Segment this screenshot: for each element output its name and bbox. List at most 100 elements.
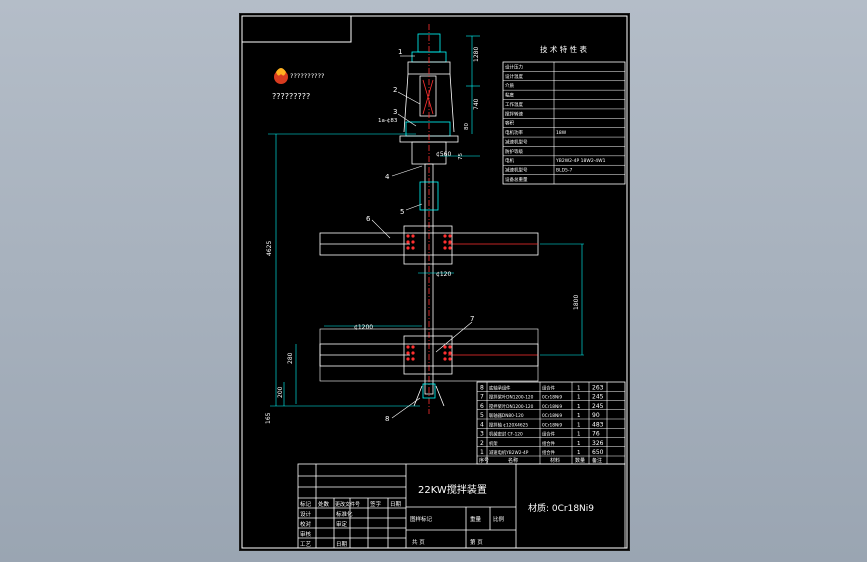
part-name: 减速电机YB2W2-4P	[489, 449, 529, 456]
tb-label-date: 日期	[390, 501, 402, 508]
part-mass: 245	[592, 403, 604, 410]
tb-label-date2: 日期	[336, 541, 348, 548]
dim-200: 200	[277, 386, 284, 398]
dim-spacing: 1800	[573, 295, 580, 310]
tech-row-label: 减速机型号	[505, 138, 528, 145]
tech-row-label: 防护等级	[505, 148, 523, 155]
tb-label-change: 更改文件号	[335, 501, 360, 508]
tech-row-value: BLD5-7	[556, 168, 573, 174]
part-qty: 1	[577, 413, 581, 419]
parts-header-qty: 数量	[575, 457, 585, 464]
lower-hub	[403, 335, 453, 375]
dim-mid2: 80	[464, 123, 470, 130]
part-material: 组合件	[542, 384, 556, 391]
shaft-coupling	[419, 181, 439, 211]
tech-row-label: 介质	[505, 82, 514, 89]
part-material: 组合件	[542, 449, 556, 456]
part-mass: 76	[592, 431, 600, 438]
part-mass: 90	[592, 412, 600, 419]
part-mass: 483	[592, 421, 604, 428]
part-name: 搅拌桨叶DN1200-120	[489, 403, 534, 410]
callout-3: 3	[393, 108, 397, 116]
tb-label-process: 工艺	[300, 541, 312, 548]
tech-row-label: 电机功率	[505, 129, 523, 136]
part-no: 4	[480, 421, 484, 428]
tb-label-mark: 标记	[300, 500, 312, 508]
part-name: 机架	[489, 440, 498, 447]
callout-2: 2	[393, 86, 397, 94]
part-no: 2	[480, 440, 484, 447]
upper-hub	[403, 225, 453, 265]
part-qty: 1	[577, 441, 581, 447]
dim-mid3: 75	[458, 153, 464, 160]
part-mass: 650	[592, 449, 604, 456]
agitator-assembly	[319, 24, 539, 414]
dim-165: 165	[265, 412, 272, 424]
callout-6: 6	[366, 215, 371, 223]
tech-row-label: 粘度	[505, 92, 514, 99]
part-material: 0Cr18Ni9	[542, 422, 562, 428]
callout-5: 5	[400, 208, 404, 216]
tech-row-value: YB2W2-4P 18W2-4W1	[555, 158, 606, 164]
tb-label-design: 设计	[300, 510, 312, 518]
cad-drawing: ?????????? ?????????	[241, 15, 628, 549]
part-material: 组合件	[542, 440, 556, 447]
part-no: 6	[480, 403, 484, 410]
part-name: 机械密封 CF-120	[489, 431, 523, 438]
tb-mass-label: 重量	[470, 515, 482, 523]
part-material: 0Cr18Ni9	[542, 395, 562, 401]
dim-560: ¢560	[436, 151, 451, 158]
dim-top: 1280	[473, 47, 480, 62]
part-mass: 263	[592, 384, 604, 391]
part-no: 7	[480, 394, 484, 401]
frame-side	[403, 73, 455, 133]
part-name: 联轴器DN80-120	[489, 412, 524, 419]
tb-label-standard: 标准化	[336, 510, 353, 518]
dim-flange: 1a-¢83	[378, 118, 398, 124]
part-qty: 1	[577, 395, 581, 401]
tech-row-label: 设计温度	[505, 73, 523, 80]
dimensions	[268, 35, 584, 407]
parts-header-remark: 备注	[592, 457, 602, 464]
part-name: 搅拌轴 ¢120X4625	[489, 421, 528, 428]
part-mass: 326	[592, 440, 604, 447]
part-material: 0Cr18Ni9	[542, 404, 562, 410]
part-mass: 245	[592, 394, 604, 401]
tech-row-label: 设计压力	[505, 63, 523, 70]
part-no: 8	[480, 384, 484, 391]
bottom-bearing	[413, 385, 445, 407]
callouts: 1 2 3 4 5 6 7 8	[366, 48, 474, 423]
callout-1: 1	[398, 48, 402, 56]
tb-sheets-total: 共 页	[412, 538, 425, 546]
drawing-title: 22KW搅拌装置	[418, 483, 487, 496]
tb-stage-label: 图样标记	[410, 515, 433, 523]
part-material: 0Cr18Ni9	[542, 413, 562, 419]
tb-label-count: 处数	[318, 500, 330, 508]
logo-caption: ?????????	[272, 92, 310, 101]
callout-7: 7	[470, 315, 474, 323]
company-logo: ?????????? ?????????	[272, 68, 325, 101]
tech-row-label: 电机	[505, 157, 514, 164]
part-qty: 1	[577, 385, 581, 391]
title-block-text: 22KW搅拌装置 材质: 0Cr18Ni9 标记 处数 更改文件号 签字 日期 …	[300, 483, 594, 548]
dim-overall: 4625	[266, 241, 273, 256]
dim-120: ¢120	[436, 271, 451, 278]
tb-scale-label: 比例	[493, 515, 505, 523]
tb-sheet-no: 第 页	[470, 538, 483, 546]
logo-text: ??????????	[290, 72, 325, 80]
tb-label-approve: 审定	[336, 520, 348, 528]
tech-row-label: 容积	[505, 120, 514, 127]
tech-table-title: 技 术 特 性 表	[540, 44, 588, 54]
parts-header-material: 材料	[550, 457, 560, 464]
part-no: 5	[480, 412, 484, 419]
part-name: 搅拌桨叶DN1200-120	[489, 394, 534, 401]
dimension-texts: 4625 1800 1280 740 80 75 280 200 165 ¢56…	[265, 47, 580, 424]
dim-1200: ¢1200	[354, 324, 373, 331]
tech-row-value: 18W	[556, 130, 567, 136]
parts-header-no: 序号	[479, 457, 489, 464]
coupling-housing	[419, 75, 437, 117]
part-no: 1	[480, 449, 484, 456]
callout-4: 4	[385, 173, 390, 181]
tech-row-label: 搅拌转速	[505, 110, 523, 117]
